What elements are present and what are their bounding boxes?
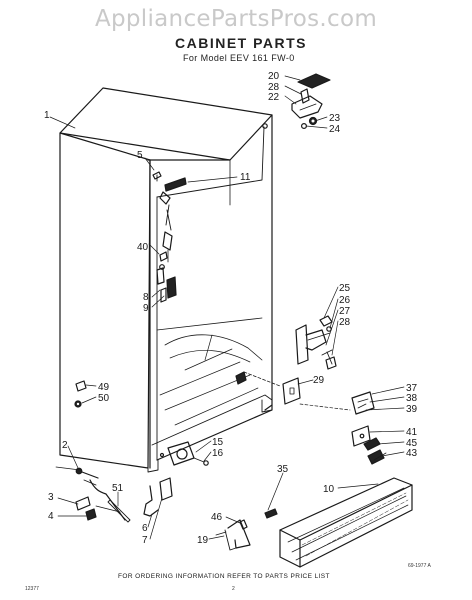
callout-1: 1 [44,110,50,121]
callout-11: 11 [240,172,251,183]
callout-49: 49 [98,382,110,393]
callout-8: 8 [143,292,149,303]
part-10-grille [279,477,413,568]
middle-hinge-assembly [295,315,337,370]
page-number: 2 [232,586,235,592]
callout-40: 40 [137,242,149,253]
watermark: AppliancePartsPros.com [94,6,378,32]
callout-37: 37 [406,383,418,394]
callout-19: 19 [197,535,209,546]
callout-16: 16 [212,448,224,459]
callout-28-top: 28 [268,82,280,93]
left-code: 12377 [25,586,39,592]
callout-5: 5 [137,150,143,161]
right-hinge-hardware [351,391,387,465]
callout-25: 25 [339,283,351,294]
part-5-screw [152,171,162,182]
callout-41: 41 [406,427,418,438]
left-flange-clips [156,251,177,303]
callout-15: 15 [212,437,224,448]
callout-38: 38 [406,393,418,404]
callout-46: 46 [211,512,223,523]
callout-45: 45 [406,438,418,449]
callout-43: 43 [406,448,418,459]
cabinet-shell [59,87,273,473]
part-11-bracket [159,177,187,263]
callout-51: 51 [112,483,124,494]
callout-50: 50 [98,393,110,404]
callout-9: 9 [143,303,149,314]
top-hinge-assembly [291,73,331,129]
callout-2: 2 [62,440,68,451]
parts-49-50-fasteners [74,380,87,408]
diagram-title: CABINET PARTS [175,35,308,51]
callout-23: 23 [329,113,341,124]
drawing-code: 69-1977 A [408,563,431,569]
callout-20: 20 [268,71,280,82]
parts-19-35-46-clips [215,508,278,551]
callout-labels: 1 5 11 40 8 9 20 28 22 23 24 25 26 27 28… [44,71,418,546]
callout-6: 6 [142,523,148,534]
ordering-note: FOR ORDERING INFORMATION REFER TO PARTS … [118,573,330,580]
callout-4: 4 [48,511,54,522]
callout-29: 29 [313,375,325,386]
callout-10: 10 [323,484,335,495]
callout-3: 3 [48,492,54,503]
callout-35: 35 [277,464,289,475]
callout-27: 27 [339,306,351,317]
parts-15-16-leveler [167,441,209,466]
callout-24: 24 [329,124,341,135]
callout-28-middle: 28 [339,317,351,328]
part-29-bracket [282,377,301,405]
callout-22: 22 [268,92,280,103]
tube-and-fittings [75,467,131,523]
model-subtitle: For Model EEV 161 FW-0 [183,53,295,63]
part-7-bracket [143,477,173,517]
leader-lines [49,75,405,540]
callout-39: 39 [406,404,418,415]
callout-7: 7 [142,535,148,546]
callout-26: 26 [339,295,351,306]
